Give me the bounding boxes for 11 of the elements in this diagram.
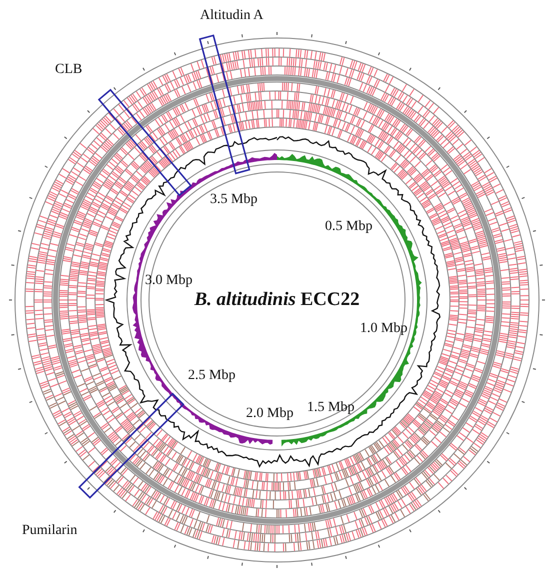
position-label: 2.5 Mbp bbox=[188, 368, 236, 384]
region-label: CLB bbox=[55, 62, 82, 78]
genome-title: B. altitudinis ECC22 bbox=[194, 290, 360, 311]
position-label: 2.0 Mbp bbox=[246, 406, 294, 422]
position-label: 1.0 Mbp bbox=[360, 321, 408, 336]
position-label: 0.5 Mbp bbox=[325, 219, 372, 234]
position-label: 3.5 Mbp bbox=[210, 192, 258, 208]
region-label: Altitudin A bbox=[200, 8, 264, 24]
region-label: Pumilarin bbox=[22, 523, 78, 538]
position-label: 1.5 Mbp bbox=[307, 400, 354, 416]
position-label: 3.0 Mbp bbox=[145, 273, 192, 288]
